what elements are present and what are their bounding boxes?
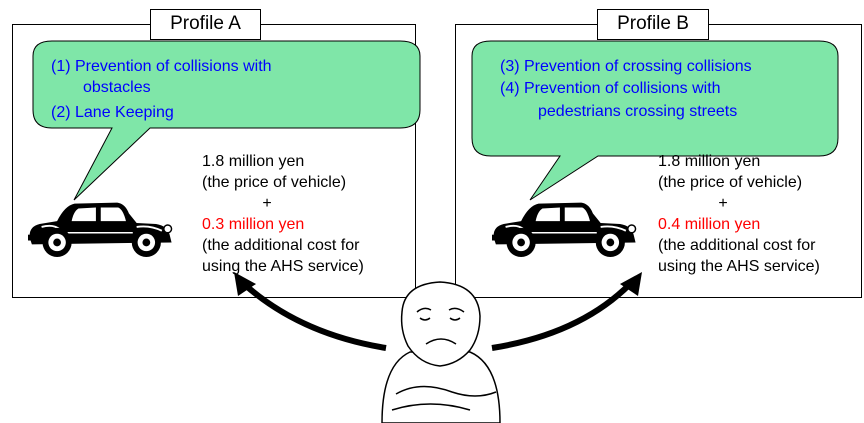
vehicle-price-note: (the price of vehicle) [658, 174, 803, 191]
feature-4-line2: pedestrians crossing streets [538, 103, 738, 120]
plus-sign: + [262, 195, 272, 212]
profile-a-price: 1.8 million yen (the price of vehicle) +… [202, 151, 364, 277]
extra-cost: 0.3 million yen [202, 216, 305, 233]
car-b-icon [491, 201, 637, 258]
person-icon [381, 281, 501, 423]
arrow-to-profile-a-icon [234, 272, 387, 351]
vehicle-price: 1.8 million yen [658, 153, 761, 170]
profile-a-title: Profile A [150, 9, 261, 40]
extra-cost: 0.4 million yen [658, 216, 761, 233]
plus-sign: + [718, 195, 728, 212]
vehicle-price: 1.8 million yen [202, 153, 305, 170]
speech-bubble-b [471, 40, 839, 201]
feature-1-line2: obstacles [83, 79, 151, 96]
car-a-icon [27, 201, 173, 258]
feature-2-line1: (2) Lane Keeping [51, 104, 174, 121]
speech-bubble-a [32, 40, 421, 201]
extra-cost-note-line1: (the additional cost for [658, 237, 816, 254]
extra-cost-note-line1: (the additional cost for [202, 237, 360, 254]
feature-3-line1: (3) Prevention of crossing collisions [500, 58, 752, 75]
feature-1-line1: (1) Prevention of collisions with [51, 58, 272, 75]
vehicle-price-note: (the price of vehicle) [202, 174, 347, 191]
arrow-to-profile-b-icon [491, 272, 642, 351]
extra-cost-note-line2: using the AHS service) [202, 258, 364, 275]
feature-4-line1: (4) Prevention of collisions with [500, 80, 721, 97]
profile-b-price: 1.8 million yen (the price of vehicle) +… [658, 151, 820, 277]
profile-b-title: Profile B [597, 9, 709, 40]
extra-cost-note-line2: using the AHS service) [658, 258, 820, 275]
